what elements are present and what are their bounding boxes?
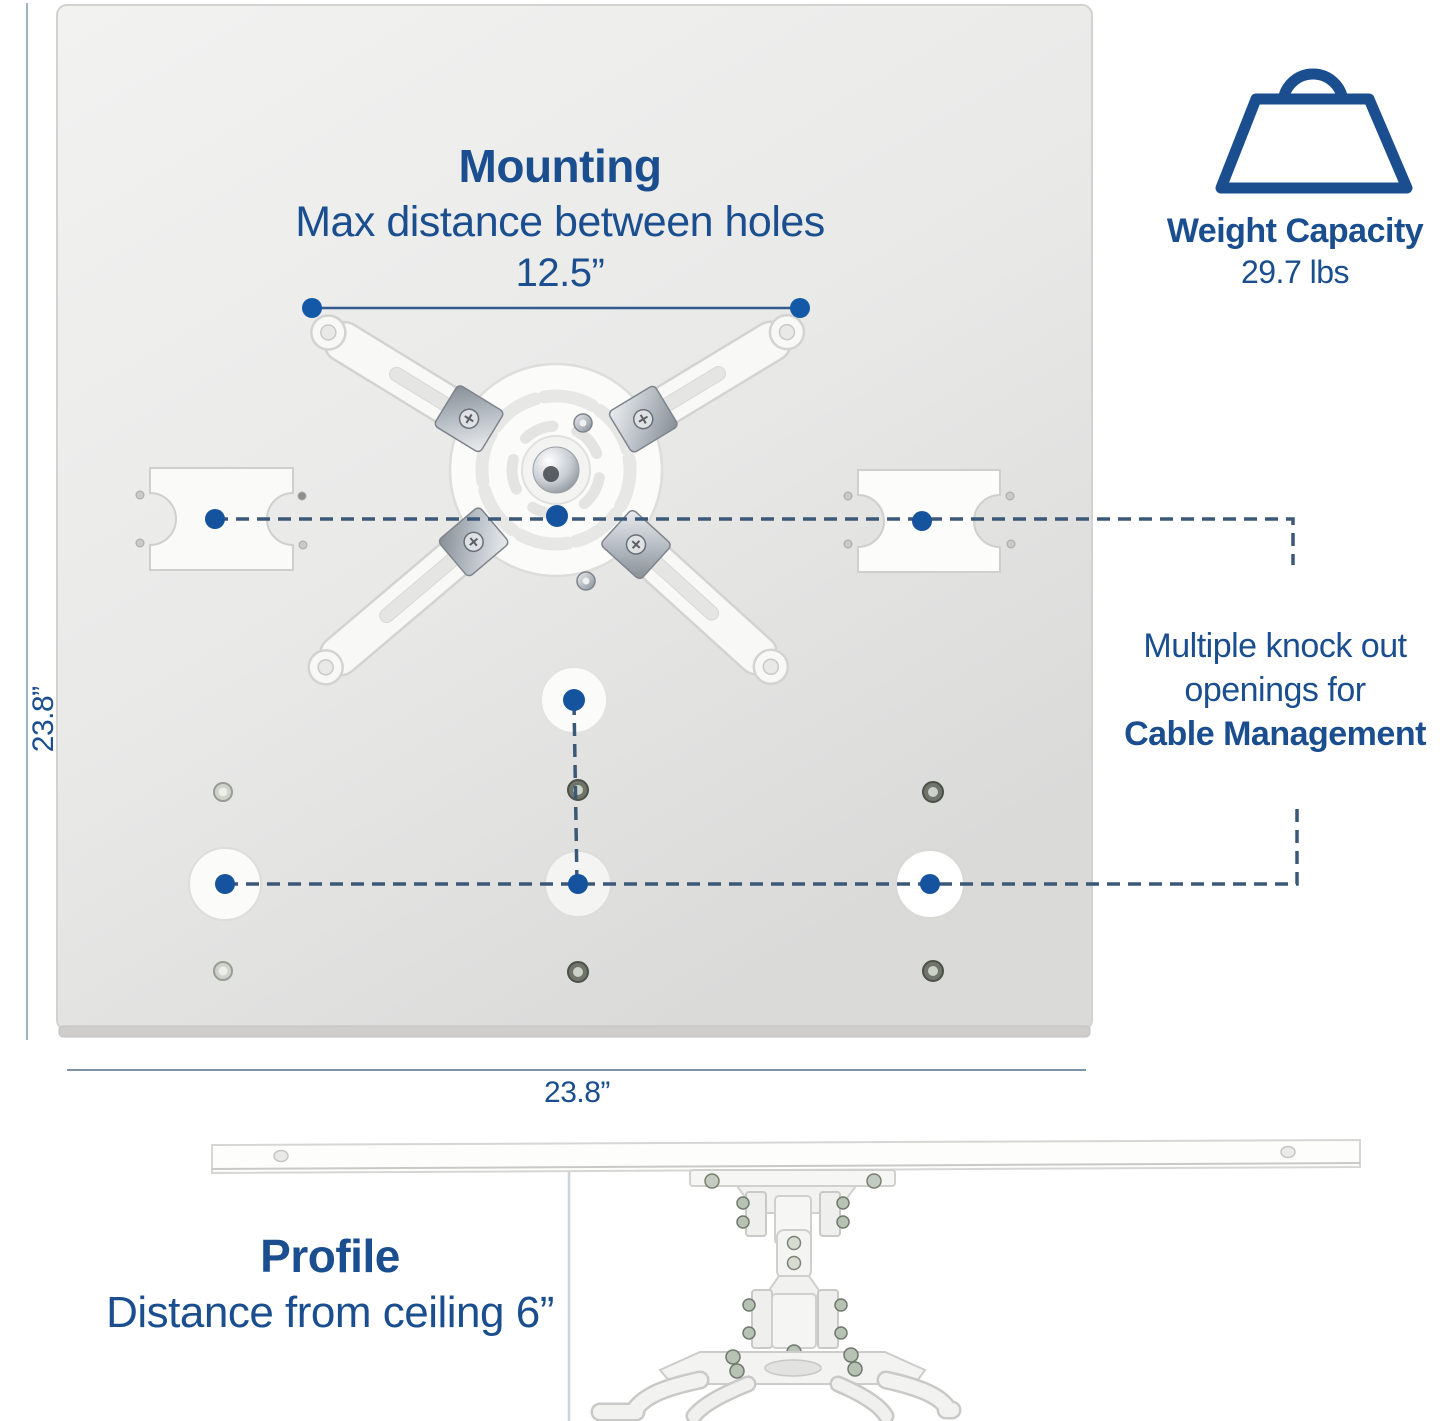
weight-capacity-value: 29.7 lbs bbox=[1240, 254, 1350, 290]
cable-note-line1: Multiple knock out bbox=[1143, 627, 1407, 665]
callout-dots bbox=[205, 505, 940, 894]
profile-title: Profile bbox=[260, 1230, 400, 1282]
weight-capacity-label: Weight Capacity bbox=[1166, 212, 1424, 250]
projector-mount-top-view bbox=[307, 313, 806, 686]
plate-height-label: 23.8” bbox=[26, 686, 60, 753]
projector-mount-side-view bbox=[590, 1169, 962, 1421]
plate-width-label: 23.8” bbox=[544, 1076, 610, 1109]
screw-holes bbox=[135, 490, 1016, 550]
profile-subtitle: Distance from ceiling 6” bbox=[106, 1288, 554, 1337]
dimension-line-hole-distance bbox=[302, 298, 810, 318]
cable-note-line3: Cable Management bbox=[1124, 715, 1426, 753]
hole-distance-value: 12.5” bbox=[515, 251, 605, 295]
cable-management-note: Multiple knock out openings for Cable Ma… bbox=[1105, 624, 1445, 756]
profile-plate-bar bbox=[211, 1138, 1361, 1175]
hex-nuts bbox=[213, 779, 944, 983]
mounting-title: Mounting bbox=[458, 140, 662, 192]
arm-clamps bbox=[434, 385, 678, 580]
weight-icon bbox=[1215, 68, 1413, 194]
mounting-subtitle: Max distance between holes bbox=[295, 198, 825, 246]
profile-view bbox=[211, 1138, 1361, 1421]
cable-note-line2: openings for bbox=[1184, 671, 1366, 709]
